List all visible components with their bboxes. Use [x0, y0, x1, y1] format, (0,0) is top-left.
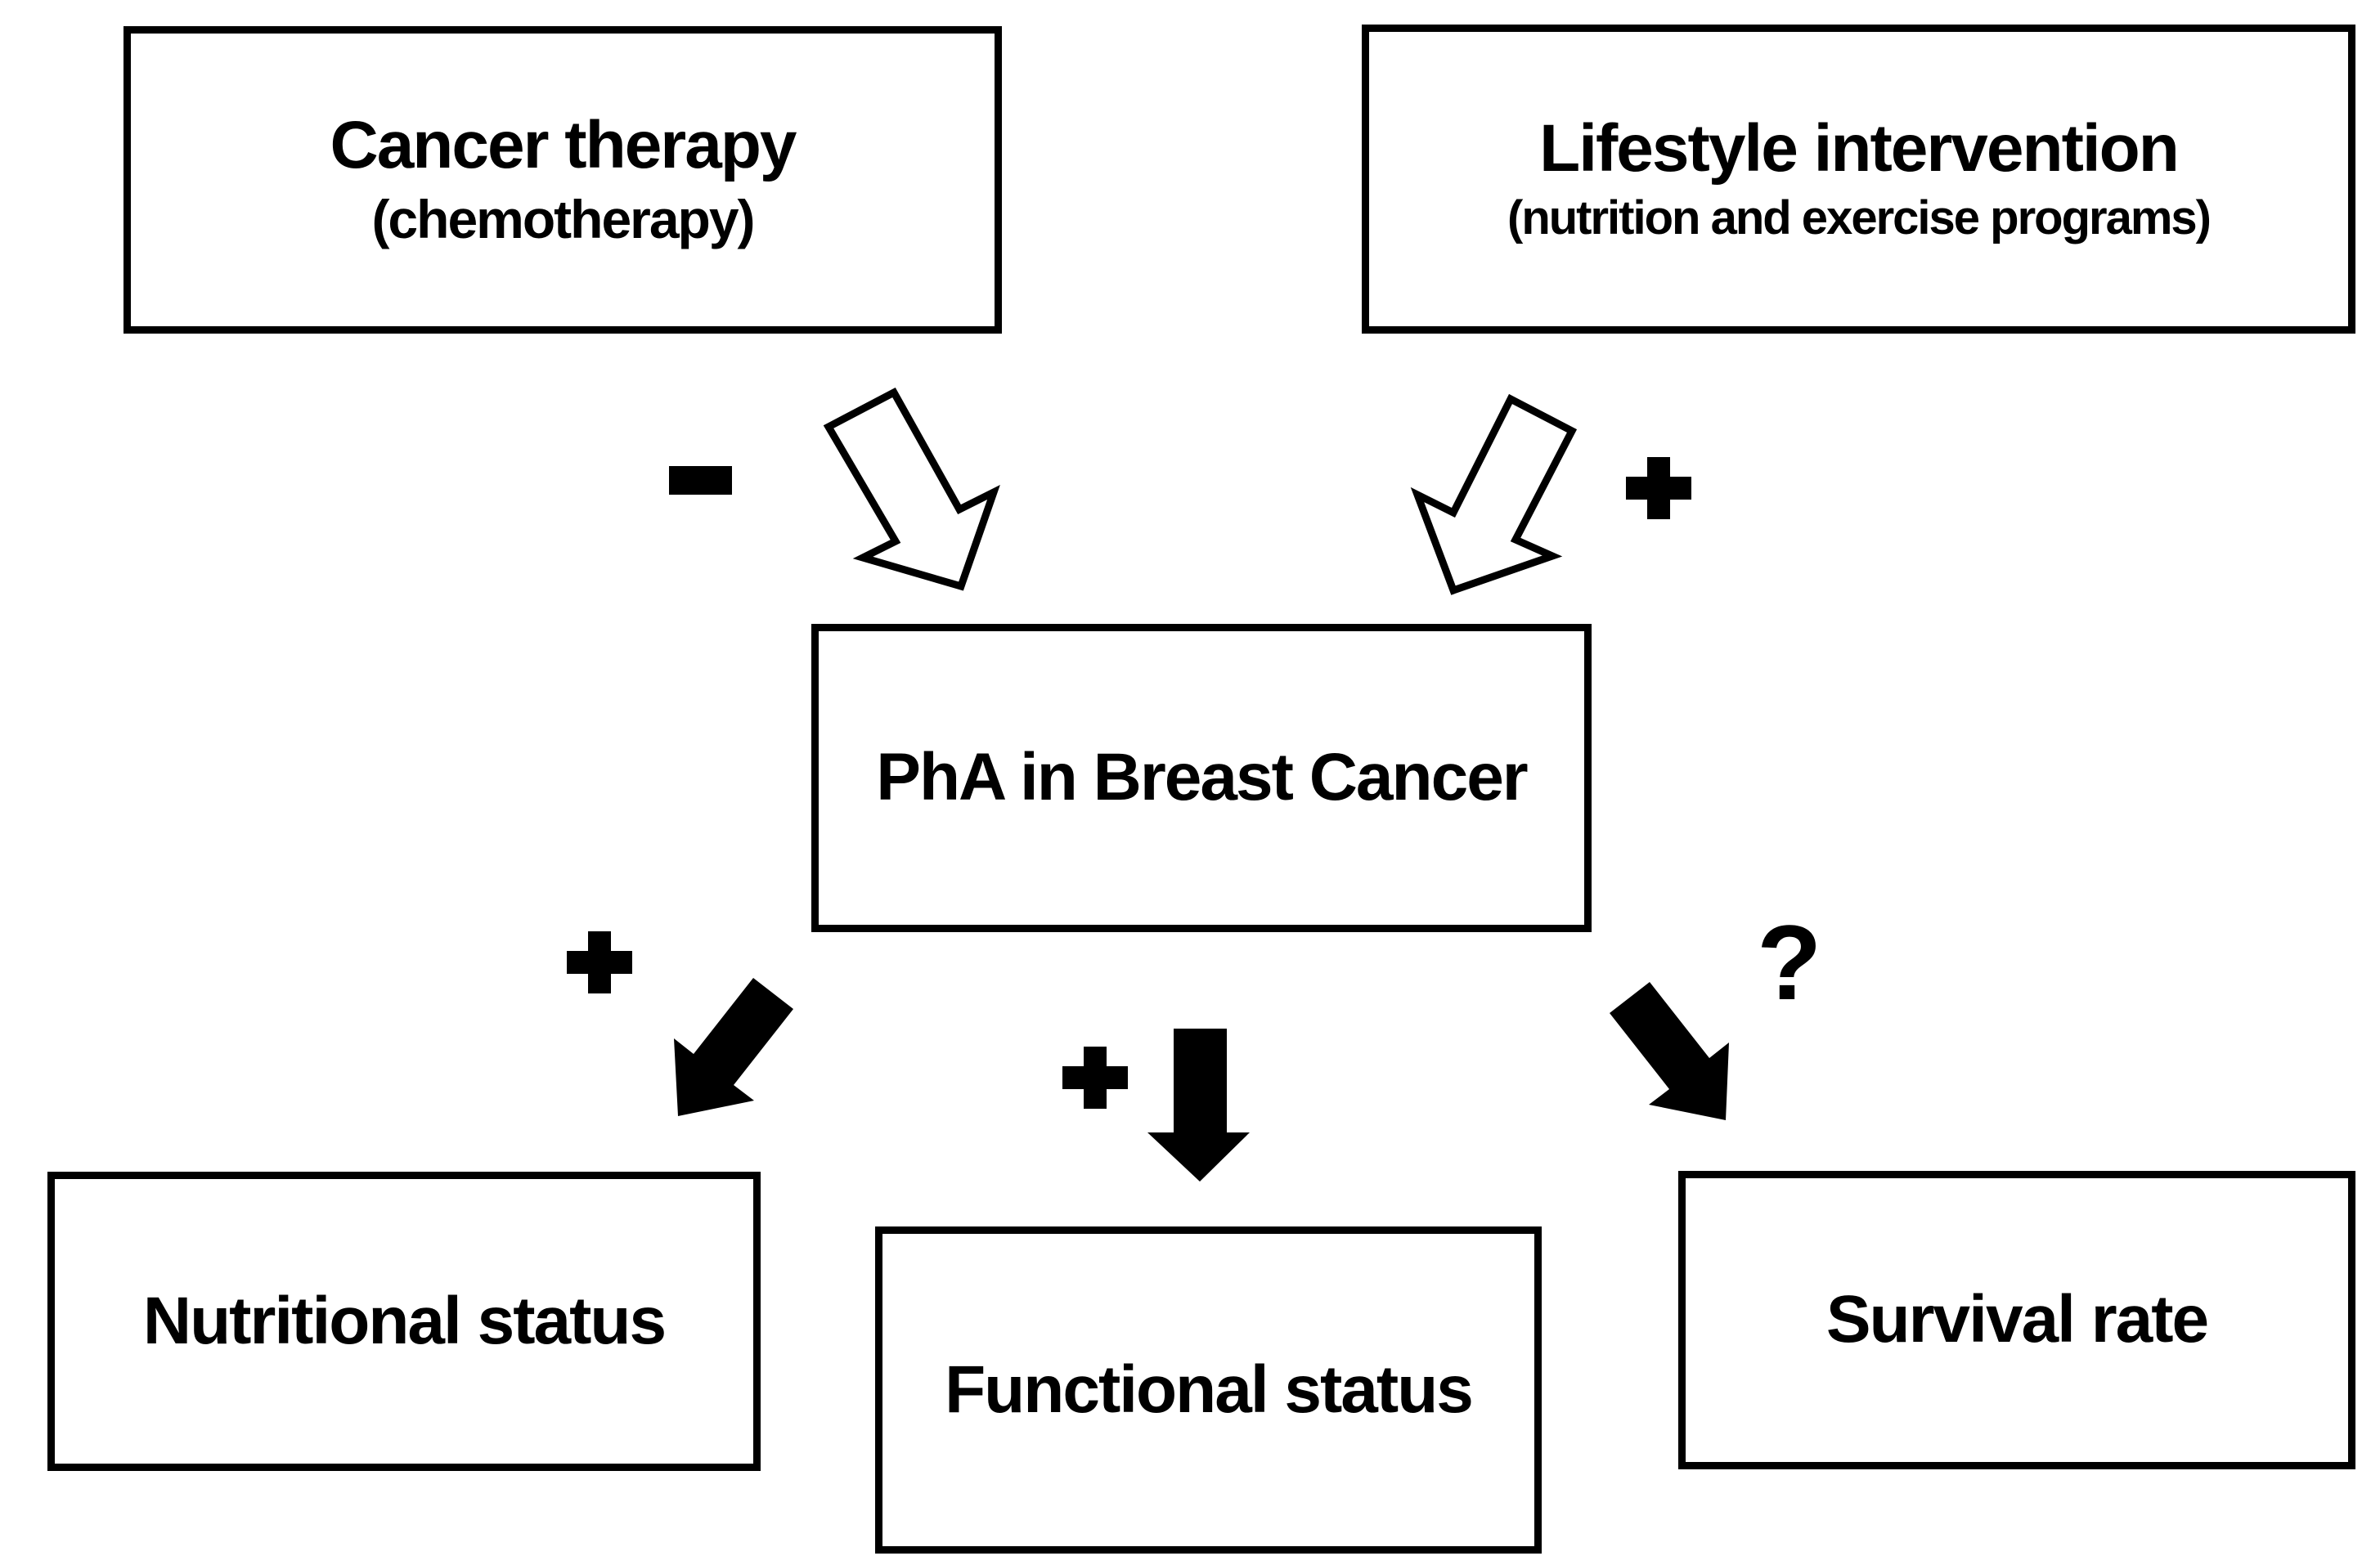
node-pha-breast-cancer: PhA in Breast Cancer: [811, 624, 1592, 932]
outline-arrow-cancer-to-pha-icon: [823, 387, 1000, 591]
question-mark-sign: ?: [1757, 903, 1822, 1022]
outline-arrow-lifestyle-to-pha-icon: [1410, 393, 1578, 595]
node-nutritional-status-title: Nutritional status: [142, 1283, 667, 1358]
node-functional-status-title: Functional status: [945, 1352, 1474, 1427]
plus-sign-nutritional-icon: [567, 931, 632, 993]
node-lifestyle-intervention: Lifestyle intervention (nutrition and ex…: [1362, 25, 2355, 334]
node-cancer-therapy: Cancer therapy (chemotherapy): [123, 26, 1002, 334]
node-lifestyle-intervention-title: Lifestyle intervention: [1539, 111, 2180, 186]
node-cancer-therapy-title: Cancer therapy: [330, 108, 797, 183]
node-lifestyle-intervention-subtitle: (nutrition and exercise programs): [1507, 191, 2212, 245]
node-functional-status: Functional status: [875, 1226, 1542, 1554]
plus-sign-lifestyle-icon: [1626, 457, 1691, 519]
node-survival-rate: Survival rate: [1678, 1171, 2355, 1469]
solid-arrow-pha-to-nutritional-icon: [674, 978, 793, 1116]
solid-arrow-pha-to-survival-icon: [1610, 982, 1729, 1120]
minus-sign-icon: [669, 466, 732, 495]
node-survival-rate-title: Survival rate: [1825, 1282, 2209, 1357]
node-nutritional-status: Nutritional status: [47, 1172, 761, 1471]
plus-sign-functional-icon: [1062, 1047, 1128, 1109]
node-pha-breast-cancer-title: PhA in Breast Cancer: [876, 740, 1528, 815]
solid-arrow-pha-to-functional-icon: [1147, 1029, 1250, 1182]
node-cancer-therapy-subtitle: (chemotherapy): [371, 189, 755, 250]
